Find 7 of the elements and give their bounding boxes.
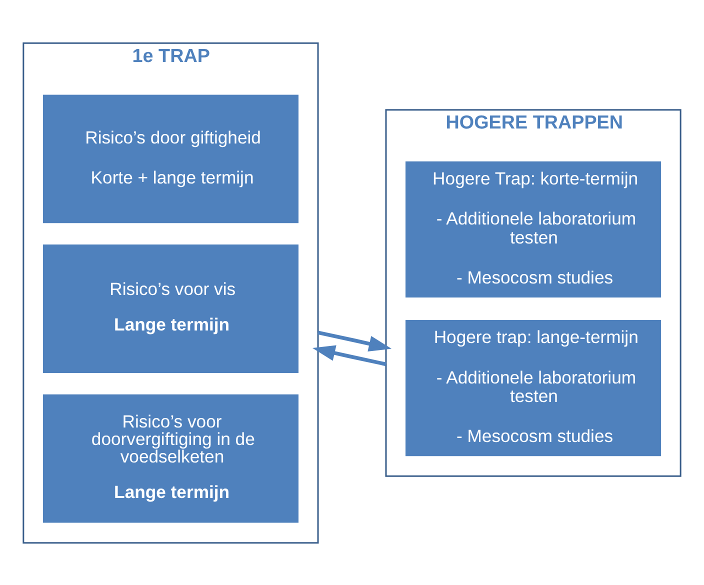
arrow <box>312 344 386 366</box>
node-box: Risico’s door giftigheid Korte + lange termijn <box>42 94 298 223</box>
node-box: Hogere Trap: korte-termijn - Additionele laboratorium testen - Mesocosm studies <box>406 160 662 298</box>
node-box: Risico’s voor vis Lange termijn <box>42 244 298 372</box>
node-box: Hogere trap: lange-termijn - Additionele laboratorium testen - Mesocosm studies <box>406 319 662 456</box>
arrow <box>318 330 392 352</box>
node-box: Risico’s voor doorvergiftiging in de voedselketen Lange termijn <box>42 394 298 522</box>
